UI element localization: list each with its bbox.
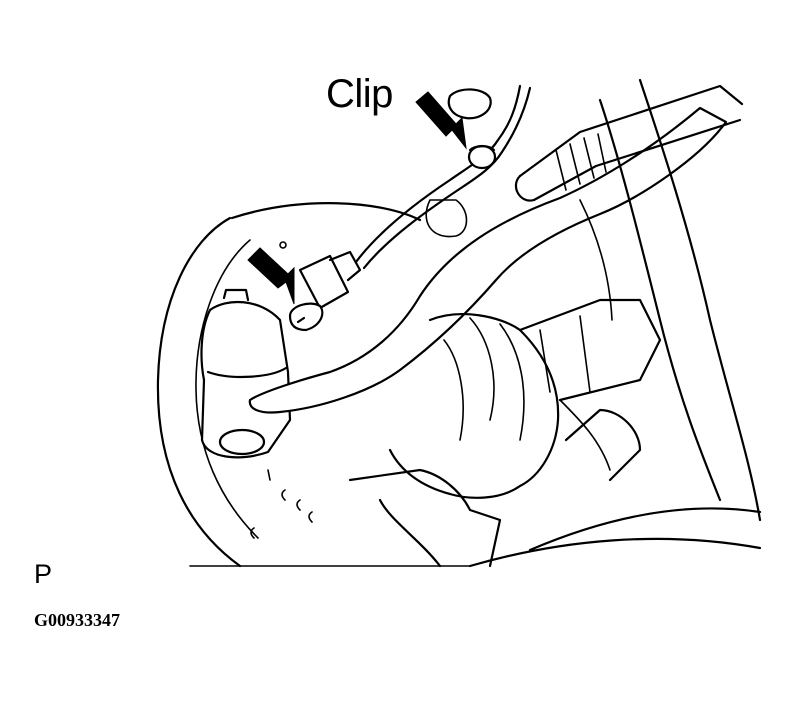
sensor-wire-harness [354,84,532,270]
view-letter: P [34,559,53,589]
clip-pointer-arrow [415,91,467,150]
frame-member [468,78,762,568]
bolt-pointer-arrow [247,247,295,305]
figure-code: G00933347 [34,610,121,630]
cv-boot [388,298,662,499]
knuckle-arm [200,288,292,459]
clip-label: Clip [326,72,393,116]
speed-sensor [288,250,362,332]
harness-clip [447,88,497,170]
lower-components [348,199,642,568]
upper-suspension-arm [248,106,728,414]
